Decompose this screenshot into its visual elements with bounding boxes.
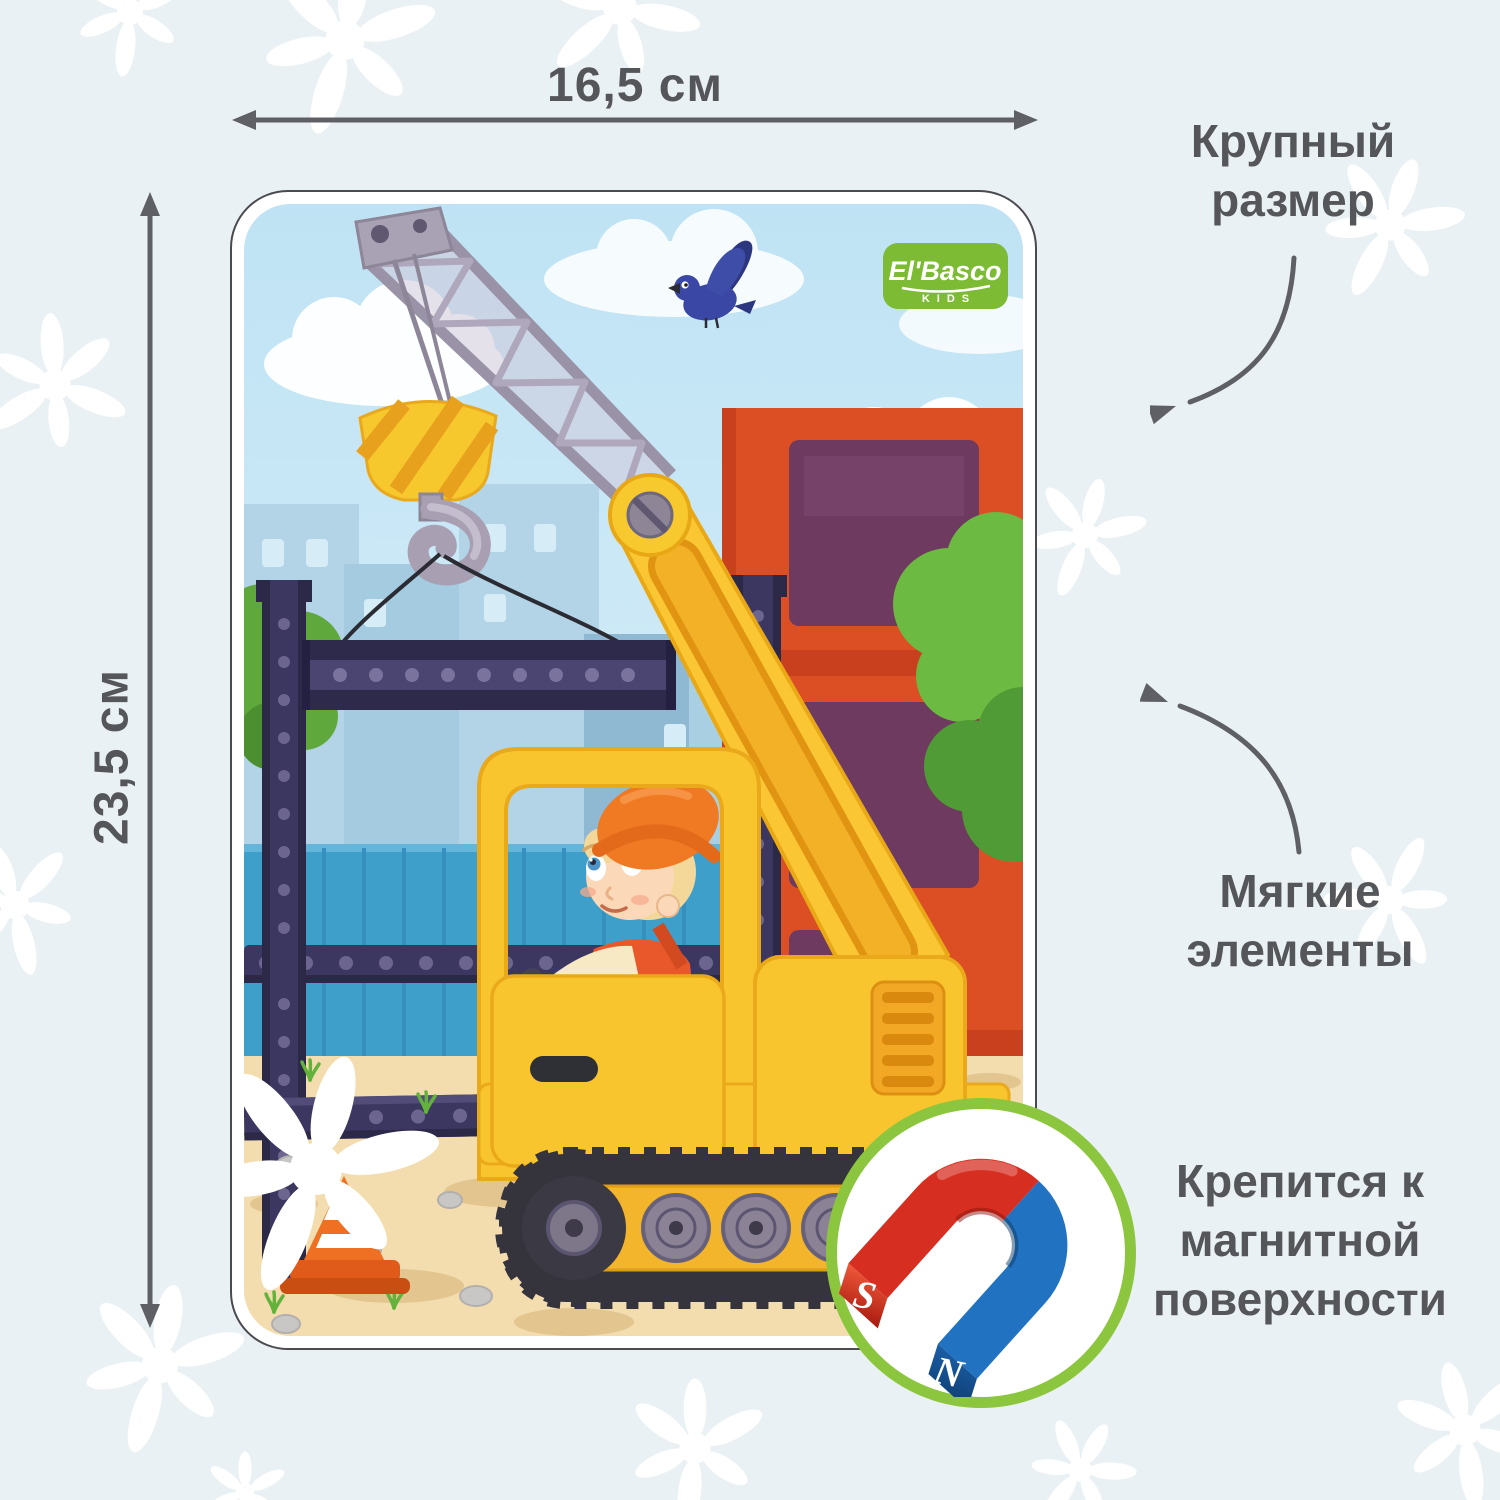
- construction-scene: El'Basco KIDS: [244, 204, 1023, 1336]
- height-dimension-arrow: [140, 192, 160, 1328]
- hanging-beam: [302, 640, 676, 710]
- bird-icon: [668, 240, 756, 329]
- callout-arrow-soft: [1140, 682, 1302, 855]
- hoist-cable: [391, 253, 452, 405]
- pulley-block: [356, 395, 499, 502]
- orange-helmet: [592, 786, 721, 870]
- magnet-north-face: [928, 1343, 977, 1397]
- crane-lattice-boom: [354, 206, 676, 506]
- card-illustration: El'Basco KIDS: [244, 204, 1023, 1336]
- crawler-track: [495, 1147, 1023, 1309]
- brand-logo-sub: KIDS: [922, 293, 976, 305]
- right-bush: [893, 512, 1023, 862]
- brand-logo-name: El'Basco: [889, 256, 1002, 286]
- magnet-icon: S N: [838, 1158, 1068, 1397]
- callout-soft-elements: Мягкие элементы: [1186, 865, 1414, 976]
- magnet-red-arm: [848, 1158, 1039, 1299]
- callout-large-size: Крупный размер: [1190, 115, 1396, 226]
- magnet-badge: S N: [826, 1098, 1136, 1408]
- crane-main-boom: [608, 473, 950, 1005]
- door-handle: [530, 1056, 598, 1082]
- brand-logo: El'Basco KIDS: [883, 243, 1008, 309]
- width-dimension-label: 16,5 см: [547, 59, 723, 112]
- magnet-south-face: [838, 1263, 888, 1329]
- product-card: El'Basco KIDS: [230, 190, 1037, 1350]
- callout-magnetic: Крепится к магнитной поверхности: [1153, 1155, 1447, 1325]
- callout-arrow-size: [1150, 255, 1297, 425]
- width-dimension-arrow: [232, 110, 1038, 130]
- magnet-blue-arm: [937, 1180, 1068, 1379]
- cab-door: [490, 974, 726, 1168]
